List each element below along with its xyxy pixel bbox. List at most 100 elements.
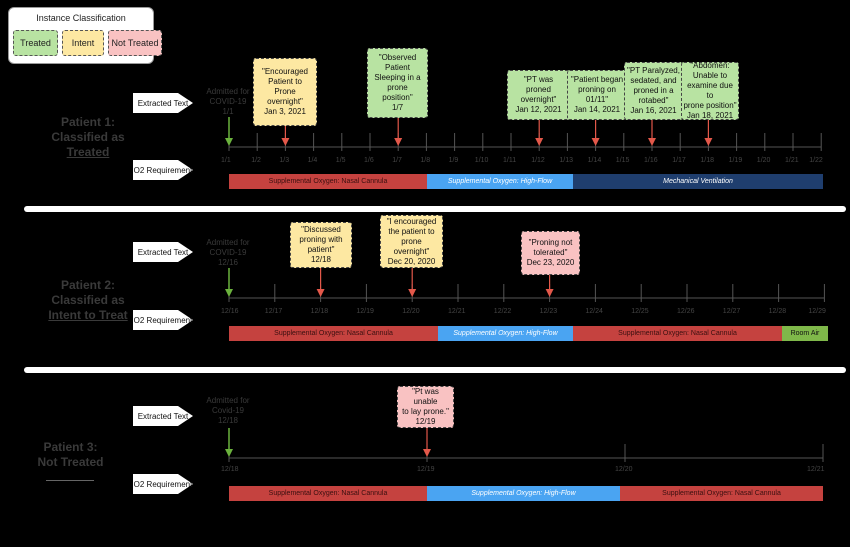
tick-label: 12/16 xyxy=(221,308,239,315)
o2-bar-mechanical-ventilation: Mechanical Ventilation xyxy=(573,174,823,189)
tick-label: 12/17 xyxy=(264,308,283,315)
callout-line: "Proning not xyxy=(528,238,573,247)
callout-line: proned xyxy=(526,85,551,94)
o2-bar-high-flow: Supplemental Oxygen: High-Flow xyxy=(427,174,573,189)
tick-label: 12/28 xyxy=(768,308,787,315)
tick-label: 12/20 xyxy=(615,466,633,473)
patient-3-underline xyxy=(46,480,94,481)
extracted-text-tag: Extracted Text xyxy=(137,98,189,108)
callout-line: examine due to xyxy=(687,81,733,100)
callout-line: position" xyxy=(382,93,413,102)
o2-bar-nasal-cannula: Supplemental Oxygen: Nasal Cannula xyxy=(229,486,427,501)
callout-line: "Discussed xyxy=(301,225,341,234)
callout-arrowhead xyxy=(394,138,403,146)
admission-line: 12/18 xyxy=(217,416,239,425)
callout-line: sedated, and xyxy=(630,76,677,85)
o2-bar-nasal-cannula: Supplemental Oxygen: Nasal Cannula xyxy=(573,326,782,341)
instance-classification-legend: Instance Classification Treated Intent N… xyxy=(8,7,162,64)
callout-line: tolerated" xyxy=(533,248,568,257)
callout-line: proning on xyxy=(578,85,616,94)
callout-line: the patient to xyxy=(388,226,435,236)
tick-label: 12/22 xyxy=(493,308,512,315)
o2-requirement-tag: O2 Requirement xyxy=(133,165,193,175)
tick-label: 1/5 xyxy=(335,157,346,164)
patient-2-label-line: Patient 2: xyxy=(60,278,115,292)
tick-label: 1/21 xyxy=(785,157,799,164)
admission-line: 1/1 xyxy=(222,107,234,116)
callout-arrowhead xyxy=(281,138,290,146)
o2-bar-high-flow: Supplemental Oxygen: High-Flow xyxy=(427,486,620,501)
callout-line: Jan 18, 2021 xyxy=(686,111,734,120)
patient-3-label-line: Patient 3: xyxy=(43,440,98,454)
tick-label: 12/19 xyxy=(417,466,435,473)
callout-line: prone xyxy=(401,236,422,246)
tick-label: 1/12 xyxy=(531,157,545,164)
callout-line: overnight" xyxy=(393,246,430,256)
o2-bar-nasal-cannula: Supplemental Oxygen: Nasal Cannula xyxy=(620,486,823,501)
tick-label: 1/13 xyxy=(559,157,574,164)
tick-label: 1/3 xyxy=(279,157,290,164)
tick-label: 1/4 xyxy=(307,157,318,164)
callout-line: "Encouraged xyxy=(262,67,308,76)
callout-arrowhead xyxy=(704,138,713,146)
tick-label: 1/20 xyxy=(756,157,771,164)
patient-2-label-line: Intent to Treat xyxy=(48,308,128,322)
patient-2-label-line: Classified as xyxy=(51,293,125,307)
section-divider-1 xyxy=(24,206,846,212)
callout-line: 12/19 xyxy=(415,417,436,426)
callout-line: 01/11" xyxy=(585,95,609,104)
callout-line: "Pt was unable xyxy=(412,387,439,406)
callout-line: prone position" xyxy=(683,101,737,110)
callout-arrowhead xyxy=(316,289,325,297)
callout-line: "Abdomen: xyxy=(690,61,730,70)
callout-line: prone xyxy=(387,83,408,92)
callout-arrowhead xyxy=(408,289,417,297)
callout-line: Jan 3, 2021 xyxy=(264,107,306,116)
tick-label: 1/15 xyxy=(615,157,630,164)
callout-line: to lay prone." xyxy=(402,407,449,416)
tick-label: 12/27 xyxy=(722,308,741,315)
admission-line: Covid-19 xyxy=(211,406,244,415)
admission-line: Admitted for xyxy=(206,238,250,247)
callout-line: 12/18 xyxy=(310,255,332,264)
admission-line: COVID-19 xyxy=(209,248,247,257)
patient-1-label-line: Classified as xyxy=(51,130,125,144)
tick-label: 12/18 xyxy=(221,466,239,473)
callout-arrowhead xyxy=(535,138,544,146)
callout-line: Patient to xyxy=(268,77,302,86)
extracted-text-tag: Extracted Text xyxy=(137,411,189,421)
tick-label: 1/14 xyxy=(587,157,602,164)
callout-line: proning with xyxy=(299,235,343,244)
tick-label: 12/24 xyxy=(585,308,603,315)
patient-3-label-line: Not Treated xyxy=(37,455,104,469)
callout-line: Patient xyxy=(385,63,410,72)
callout-arrowhead xyxy=(545,289,554,297)
tick-label: 12/26 xyxy=(677,308,695,315)
patient-3-admission-label: Admitted for Covid-19 12/18 xyxy=(200,396,256,426)
legend-treated: Treated xyxy=(13,30,58,56)
tick-label: 1/11 xyxy=(503,157,517,164)
tick-label: 1/22 xyxy=(809,157,823,164)
callout-line: Jan 14, 2021 xyxy=(573,105,621,114)
callout-line: "PT Paralyzed, xyxy=(627,66,680,75)
tick-label: 1/19 xyxy=(728,157,743,164)
tick-label: 1/2 xyxy=(251,157,261,164)
tick-label: 1/9 xyxy=(448,157,459,164)
patient-2-admission-label: Admitted for COVID-19 12/16 xyxy=(200,238,256,268)
tick-label: 12/19 xyxy=(356,308,374,315)
o2-bar-nasal-cannula: Supplemental Oxygen: Nasal Cannula xyxy=(229,326,438,341)
callout-line: proned in a xyxy=(633,86,674,95)
callout-line: Jan 12, 2021 xyxy=(515,105,562,114)
callout-arrowhead xyxy=(423,449,431,457)
patient-1-label-line: Treated xyxy=(66,145,110,159)
admission-line: 12/16 xyxy=(217,258,239,267)
section-divider-2 xyxy=(24,367,846,373)
admission-arrowhead xyxy=(225,138,233,146)
tick-label: 12/21 xyxy=(807,466,825,473)
